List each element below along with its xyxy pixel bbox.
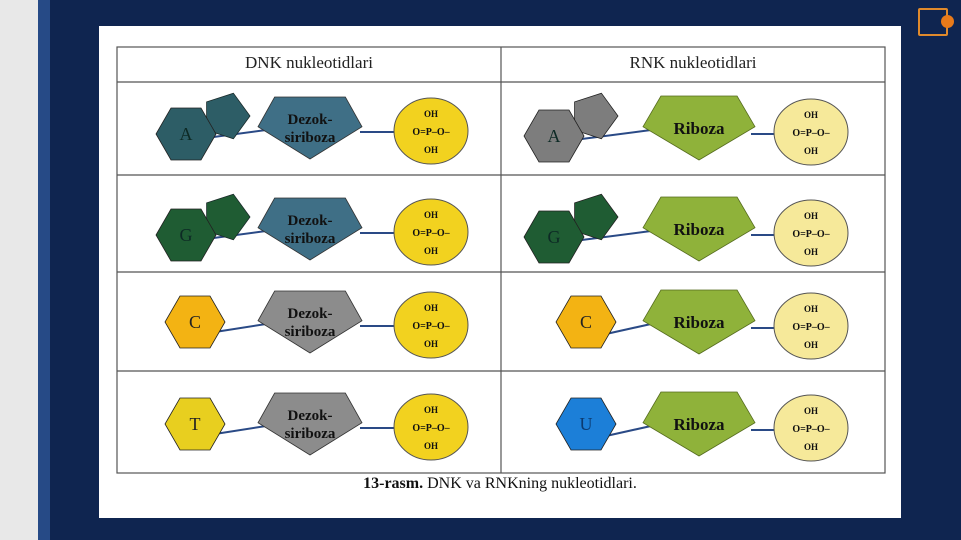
dnk-base-purine-ring [206,193,251,241]
dnk-phosphate-circle [393,198,469,266]
dnk-sugar-pentagon [257,290,363,354]
dnk-sugar-pentagon [257,96,363,160]
dnk-phosphate-oh-bottom: OH [424,145,438,155]
rnk-phosphate-oh-bottom: OH [804,146,818,156]
rnk-sugar-pentagon [642,289,756,355]
figure-caption: 13-rasm. DNK va RNKning nukleotidlari. [99,475,901,493]
rnk-base-hexagon [523,109,585,163]
dnk-phosphate-oh-top: OH [424,109,438,119]
rnk-base-sugar-bond [605,425,652,437]
dnk-phosphate-formula: O=P–O– [412,423,450,434]
left-margin [0,0,38,540]
dnk-base-hexagon [155,107,217,161]
rnk-sugar-label: Riboza [674,119,726,138]
caption-text: DNK va RNKning nukleotidlari. [423,475,637,492]
dnk-phosphate-oh-bottom: OH [424,246,438,256]
dnk-base-hexagon [164,397,226,451]
dnk-phosphate-oh-top: OH [424,303,438,313]
rnk-phosphate-formula: O=P–O– [792,424,830,435]
rnk-base-sugar-bond [605,323,652,335]
dnk-phosphate-circle [393,393,469,461]
rnk-base-letter: A [548,126,561,146]
rnk-phosphate-circle [773,292,849,360]
dnk-sugar-label-line1: Dezok- [288,112,333,128]
rnk-base-letter: U [580,414,593,434]
header-dnk: DNK nukleotidlari [245,53,373,72]
rnk-phosphate-oh-bottom: OH [804,442,818,452]
dnk-base-letter: C [189,312,201,332]
rnk-phosphate-formula: O=P–O– [792,229,830,240]
dnk-base-letter: G [180,225,193,245]
dnk-phosphate-oh-bottom: OH [424,339,438,349]
rnk-sugar-label: Riboza [674,415,726,434]
dnk-phosphate-formula: O=P–O– [412,127,450,138]
rnk-base-sugar-bond [573,129,652,141]
dnk-base-purine-ring [206,92,251,140]
caption-label: 13-rasm. [363,475,424,492]
dnk-base-sugar-bond [214,425,267,435]
dnk-base-hexagon [164,295,226,349]
rnk-base-sugar-bond [573,230,652,242]
rnk-phosphate-circle [773,98,849,166]
dnk-base-hexagon [155,208,217,262]
dnk-sugar-label-line1: Dezok- [288,213,333,229]
dnk-phosphate-oh-top: OH [424,405,438,415]
rnk-sugar-pentagon [642,391,756,457]
left-accent-strip [38,0,50,540]
rnk-phosphate-oh-top: OH [804,406,818,416]
slide-panel: DNK nukleotidlari RNK nukleotidlari A Dez… [99,26,901,518]
dnk-sugar-label-line2: siriboza [285,426,336,442]
dnk-sugar-label-line2: siriboza [285,130,336,146]
rnk-sugar-label: Riboza [674,220,726,239]
dnk-phosphate-circle [393,97,469,165]
dnk-phosphate-formula: O=P–O– [412,228,450,239]
dnk-phosphate-oh-bottom: OH [424,441,438,451]
dnk-sugar-label-line2: siriboza [285,231,336,247]
rnk-base-purine-ring [574,193,619,241]
rnk-sugar-pentagon [642,95,756,161]
rnk-base-letter: C [580,312,592,332]
rnk-phosphate-formula: O=P–O– [792,128,830,139]
rnk-phosphate-circle [773,394,849,462]
dnk-phosphate-circle [393,291,469,359]
dnk-phosphate-formula: O=P–O– [412,321,450,332]
rnk-phosphate-oh-bottom: OH [804,340,818,350]
dnk-base-letter: T [190,414,201,434]
dnk-base-sugar-bond [214,323,267,333]
orange-dot-icon [941,15,954,28]
dnk-sugar-label-line1: Dezok- [288,408,333,424]
rnk-base-hexagon [555,295,617,349]
dnk-sugar-pentagon [257,392,363,456]
dnk-phosphate-oh-top: OH [424,210,438,220]
rnk-phosphate-oh-top: OH [804,211,818,221]
rnk-base-purine-ring [574,92,619,140]
dnk-base-letter: A [180,124,193,144]
dnk-sugar-label-line2: siriboza [285,324,336,340]
slide-corner-icon [918,8,954,36]
header-rnk: RNK nukleotidlari [629,53,756,72]
rnk-base-letter: G [548,227,561,247]
rnk-base-hexagon [523,210,585,264]
rnk-phosphate-oh-top: OH [804,304,818,314]
rnk-sugar-label: Riboza [674,313,726,332]
rnk-base-hexagon [555,397,617,451]
rnk-phosphate-oh-bottom: OH [804,247,818,257]
rnk-phosphate-circle [773,199,849,267]
nucleotide-diagram: DNK nukleotidlari RNK nukleotidlari A Dez… [116,46,886,474]
dnk-sugar-label-line1: Dezok- [288,306,333,322]
rnk-sugar-pentagon [642,196,756,262]
rnk-phosphate-oh-top: OH [804,110,818,120]
rnk-phosphate-formula: O=P–O– [792,322,830,333]
dnk-sugar-pentagon [257,197,363,261]
